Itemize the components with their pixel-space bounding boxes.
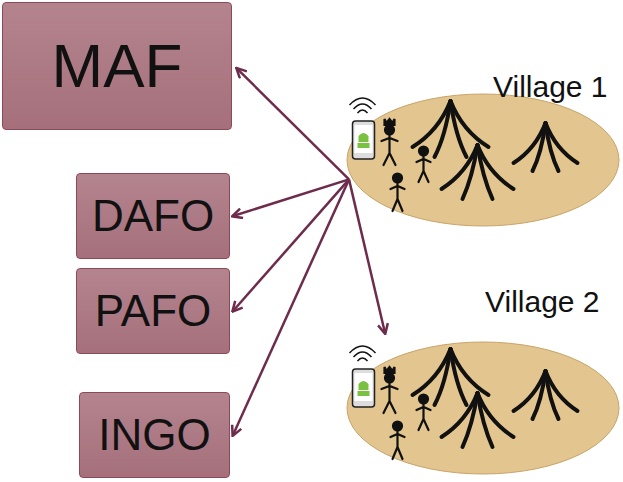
village-label: Village 2: [485, 287, 600, 317]
box-label: INGO: [98, 413, 210, 457]
box-label: MAF: [52, 35, 183, 97]
box-label: PAFO: [95, 289, 212, 333]
ngo-box: INGO: [79, 392, 230, 478]
box-label: DAFO: [92, 194, 214, 238]
province-office-box: PAFO: [76, 268, 230, 354]
village-region: Village 1: [345, 66, 621, 228]
village-label: Village 1: [493, 72, 608, 102]
district-office-box: DAFO: [76, 173, 230, 259]
village-illustration: [345, 331, 621, 476]
ministry-box: MAF: [2, 2, 232, 130]
arrow-connector: [237, 69, 349, 180]
arrow-connector: [233, 179, 349, 435]
village-illustration: [345, 83, 621, 228]
arrow-connector: [233, 179, 349, 311]
village-region: Village 2: [345, 283, 621, 480]
